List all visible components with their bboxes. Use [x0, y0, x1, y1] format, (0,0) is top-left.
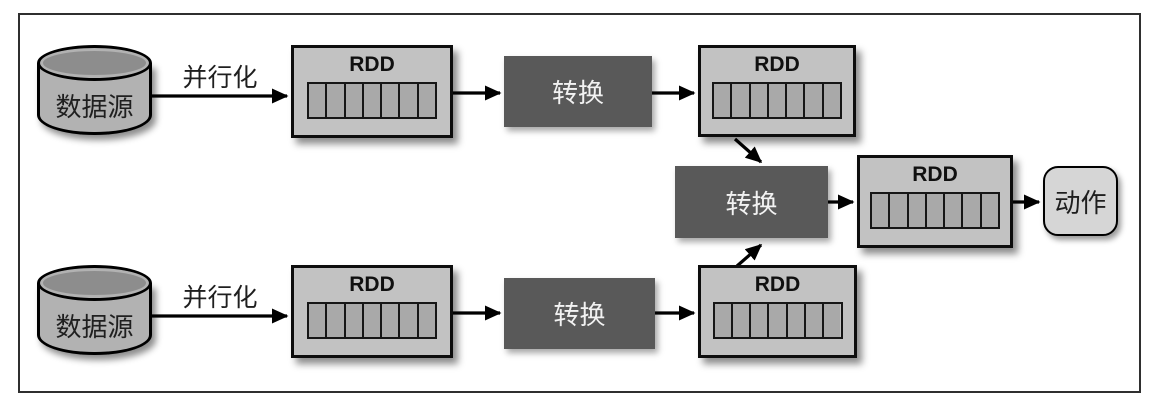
parallelize-label-bottom: 并行化: [182, 285, 258, 312]
rdd-title: RDD: [912, 163, 958, 186]
rdd-partition-cell: [769, 304, 788, 337]
rdd-partition-cell: [345, 304, 364, 337]
data-source-label: 数据源: [55, 313, 134, 342]
rdd-partition-cell: [787, 304, 806, 337]
rdd-box-merged: RDD: [857, 155, 1013, 248]
rdd-partitions: [307, 82, 437, 119]
parallelize-label-top: 并行化: [182, 65, 258, 92]
rdd-partition-cell: [363, 304, 383, 337]
rdd-partition-cell: [382, 84, 401, 117]
rdd-box-top-transformed: RDD: [698, 45, 856, 137]
data-source-label: 数据源: [55, 93, 134, 122]
rdd-partition-cell: [400, 304, 419, 337]
rdd-partition-cell: [732, 84, 751, 117]
rdd-partition-cell: [714, 84, 733, 117]
rdd-partition-cell: [805, 304, 825, 337]
rdd-partitions: [307, 302, 437, 339]
action-box: 动作: [1043, 166, 1118, 236]
rdd-title: RDD: [349, 273, 395, 296]
cylinder-top-ellipse: [37, 265, 152, 301]
rdd-partition-cell: [872, 194, 891, 227]
rdd-partition-cell: [823, 84, 840, 117]
rdd-partition-cell: [805, 84, 824, 117]
rdd-partition-cell: [309, 84, 328, 117]
rdd-partition-cell: [418, 304, 435, 337]
rdd-partition-cell: [309, 304, 328, 337]
rdd-partition-cell: [963, 194, 982, 227]
rdd-partition-cell: [732, 304, 752, 337]
rdd-partition-cell: [824, 304, 841, 337]
rdd-partition-cell: [750, 84, 769, 117]
rdd-partition-cell: [926, 194, 946, 227]
rdd-partition-cell: [345, 84, 364, 117]
rdd-partition-cell: [890, 194, 909, 227]
rdd-box-bottom-input: RDD: [291, 265, 453, 358]
transform-box-bottom: 转换: [504, 278, 655, 349]
rdd-partitions: [712, 82, 842, 119]
rdd-partition-cell: [327, 304, 346, 337]
rdd-partition-cell: [418, 84, 435, 117]
rdd-partition-cell: [981, 194, 998, 227]
rdd-partition-cell: [400, 84, 419, 117]
rdd-partitions: [870, 192, 1000, 229]
rdd-partition-cell: [945, 194, 964, 227]
cylinder-top-ellipse: [37, 45, 152, 81]
rdd-partition-cell: [768, 84, 788, 117]
rdd-partition-cell: [714, 304, 733, 337]
rdd-title: RDD: [754, 53, 800, 76]
rdd-box-bottom-transformed: RDD: [698, 265, 857, 358]
rdd-title: RDD: [754, 273, 801, 296]
transform-box-merge: 转换: [675, 166, 828, 238]
transform-box-top: 转换: [504, 56, 652, 127]
rdd-partition-cell: [382, 304, 401, 337]
rdd-partition-cell: [363, 84, 383, 117]
data-source-cylinder-bottom: 数据源: [37, 265, 152, 355]
rdd-partition-cell: [751, 304, 770, 337]
rdd-partition-cell: [908, 194, 927, 227]
rdd-partitions: [712, 302, 843, 339]
rdd-title: RDD: [349, 53, 395, 76]
data-source-cylinder-top: 数据源: [37, 45, 152, 135]
rdd-box-top-input: RDD: [291, 45, 453, 138]
rdd-partition-cell: [327, 84, 346, 117]
rdd-partition-cell: [787, 84, 806, 117]
